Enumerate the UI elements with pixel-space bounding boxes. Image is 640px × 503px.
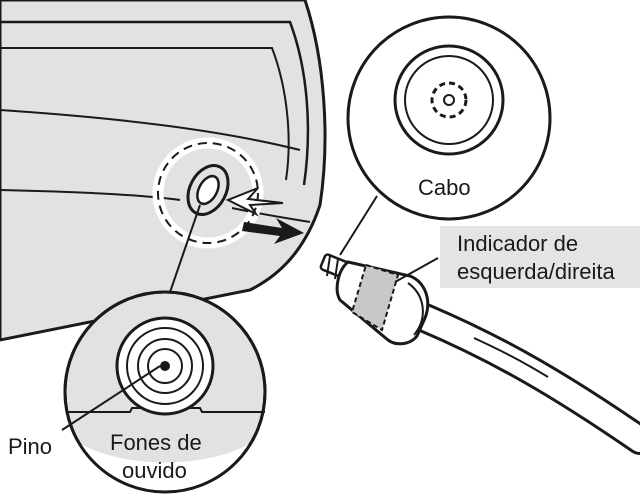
jack-socket	[186, 164, 230, 216]
leader-socket-to-zoom	[167, 204, 201, 299]
indicator-label-line1: Indicador de	[457, 231, 579, 256]
headphones-label-line2: ouvido	[122, 458, 187, 483]
cable-label: Cabo	[418, 175, 471, 200]
indicator-label-box	[440, 226, 640, 288]
leader-indicator	[394, 257, 439, 283]
leader-plug-to-zoom	[339, 195, 378, 256]
remove-arrow	[242, 218, 304, 244]
plug-zoom-circle	[346, 15, 552, 221]
socket-zoom-circle	[63, 290, 267, 500]
headphone-cable	[410, 303, 640, 455]
pin-label: Pino	[8, 434, 53, 459]
leader-pin	[61, 365, 161, 431]
plug-connector	[319, 253, 430, 346]
indicator-label-line2: esquerda/direita	[457, 259, 615, 284]
insert-arrow	[225, 187, 284, 217]
headphones-label-line1: Fones de	[110, 430, 202, 455]
